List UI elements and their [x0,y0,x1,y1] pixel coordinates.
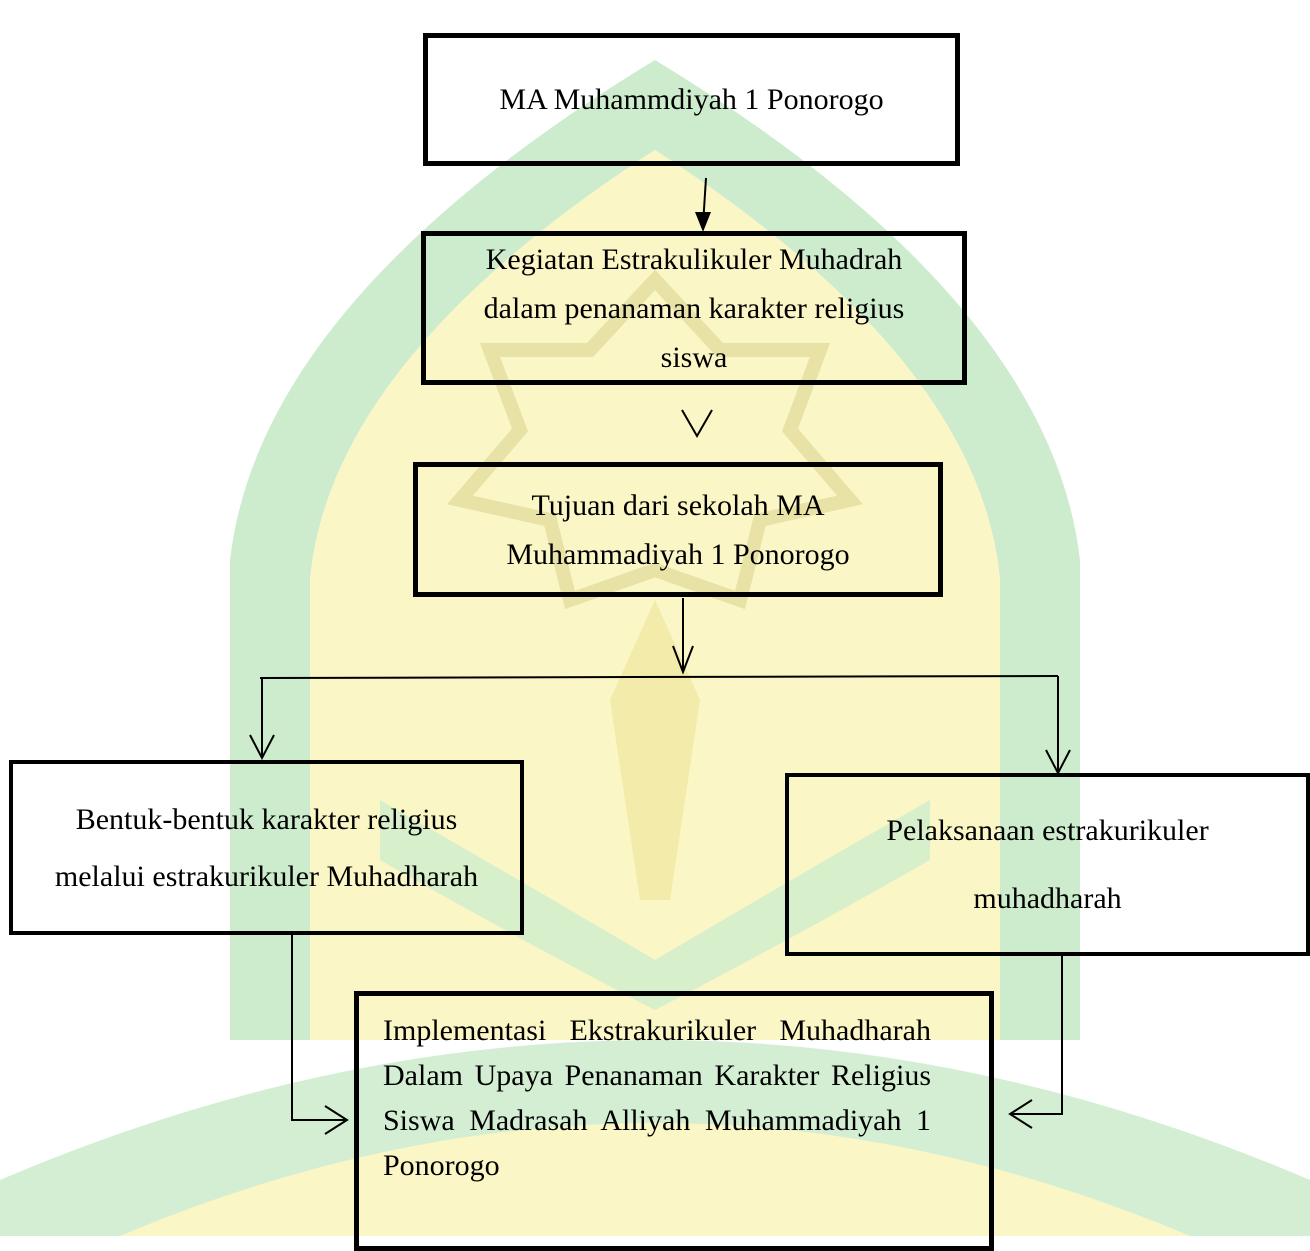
edge-split-bar [259,675,1059,679]
edge-execution-implementation-arrowhead [1008,1099,1033,1129]
node-implementation: Implementasi Ekstrakurikuler Muhadharah … [354,991,994,1251]
watermark-pen-icon [610,600,700,900]
node-execution: Pelaksanaan estrakurikuler muhadharah [785,773,1310,956]
node-goal: Tujuan dari sekolah MA Muhammadiyah 1 Po… [413,462,943,597]
edge-forms-implementation-arrowhead [324,1105,349,1135]
edge-forms-implementation [291,935,345,1121]
edge-goal-split-arrowhead [672,645,694,675]
edge-activity-goal-chevron [681,409,713,439]
node-school-label: MA Muhammdiyah 1 Ponorogo [499,82,884,116]
node-execution-label: Pelaksanaan estrakurikuler muhadharah [886,813,1209,915]
edge-split-forms-arrowhead [249,734,275,761]
watermark-book-icon [380,800,930,1010]
edge-school-activity-arrowhead [695,212,711,232]
node-activity-label: Kegiatan Estrakulikuler Muhadrah dalam p… [483,242,905,374]
watermark-star-icon [447,269,863,610]
edge-execution-implementation [1010,956,1063,1115]
watermark-arch-icon [230,60,1080,1040]
node-forms-label: Bentuk-bentuk karakter religius melalui … [54,802,479,893]
node-forms: Bentuk-bentuk karakter religius melalui … [9,760,524,935]
watermark-swoosh-inner [120,1123,1190,1236]
node-activity: Kegiatan Estrakulikuler Muhadrah dalam p… [421,231,967,385]
node-school: MA Muhammdiyah 1 Ponorogo [423,33,960,166]
node-goal-label: Tujuan dari sekolah MA Muhammadiyah 1 Po… [506,488,850,571]
node-implementation-label: Implementasi Ekstrakurikuler Muhadharah … [383,1014,931,1182]
